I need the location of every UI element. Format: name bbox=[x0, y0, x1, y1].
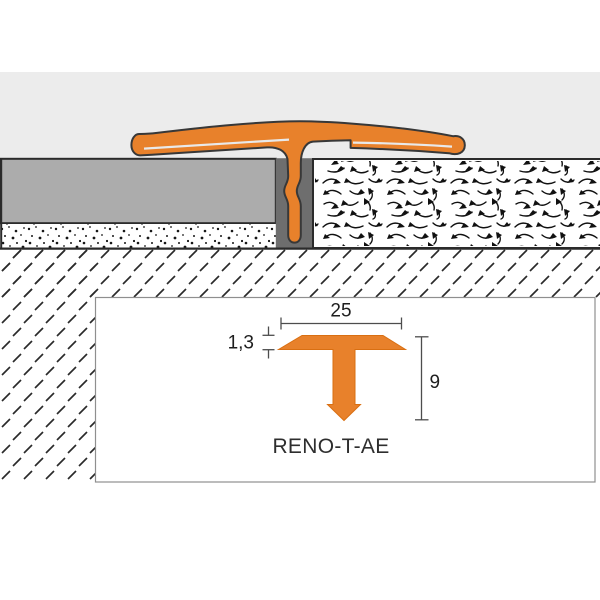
width-dimension bbox=[280, 317, 403, 330]
thickness-dimension-label: 1,3 bbox=[228, 333, 254, 354]
thickness-dimension-marks bbox=[262, 326, 275, 359]
profile-cross-section bbox=[130, 120, 466, 244]
height-dimension-label: 9 bbox=[430, 372, 441, 393]
product-label: RENO-T-AE bbox=[272, 435, 389, 458]
width-dimension-label: 25 bbox=[330, 301, 351, 322]
mortar-stipple-layer bbox=[0, 158, 277, 248]
strap-fold-slot-left bbox=[143, 138, 290, 150]
right-floor-covering bbox=[312, 158, 600, 249]
detail-inset: 25 1,3 9 RENO-T-AE bbox=[94, 296, 596, 483]
t-profile-shape bbox=[276, 335, 408, 422]
profile-strap-and-stem bbox=[130, 120, 466, 244]
left-floor-slab bbox=[0, 157, 277, 225]
height-dimension bbox=[415, 336, 429, 421]
strap-fold-slot-right bbox=[352, 141, 453, 148]
top-white-margin bbox=[0, 0, 600, 72]
substrate-hatch bbox=[0, 249, 600, 482]
